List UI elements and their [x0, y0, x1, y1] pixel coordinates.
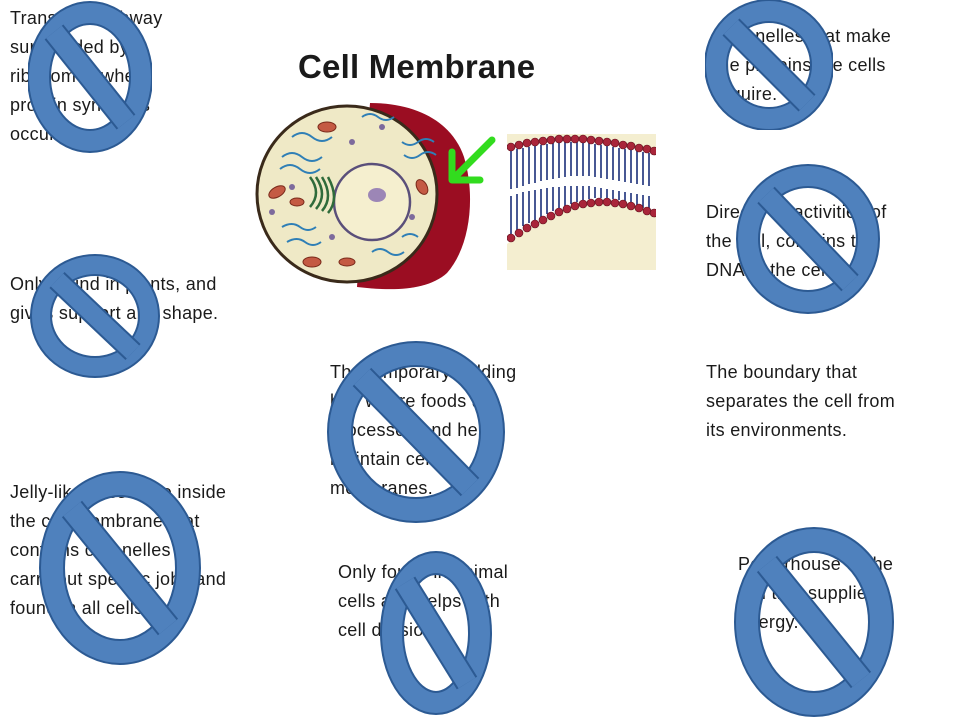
no-symbol-icon: [734, 527, 894, 717]
no-symbol-icon: [30, 254, 160, 378]
no-symbol-icon: [736, 164, 880, 314]
clue-cell-membrane-answer: The boundary that separates the cell fro…: [706, 362, 895, 440]
animal-cell-diagram: [255, 103, 471, 290]
no-symbol-icon: [39, 471, 201, 665]
no-symbol-icon: [380, 551, 492, 715]
slide-title: Cell Membrane: [298, 48, 536, 85]
no-symbol-icon: [705, 0, 833, 130]
nucleolus: [368, 188, 386, 202]
nucleus: [332, 162, 412, 242]
no-symbol-icon: [327, 341, 505, 523]
arrow-down-left-icon: [448, 136, 496, 184]
no-symbol-icon: [28, 1, 152, 153]
phospholipid-bilayer-diagram: [507, 134, 656, 270]
